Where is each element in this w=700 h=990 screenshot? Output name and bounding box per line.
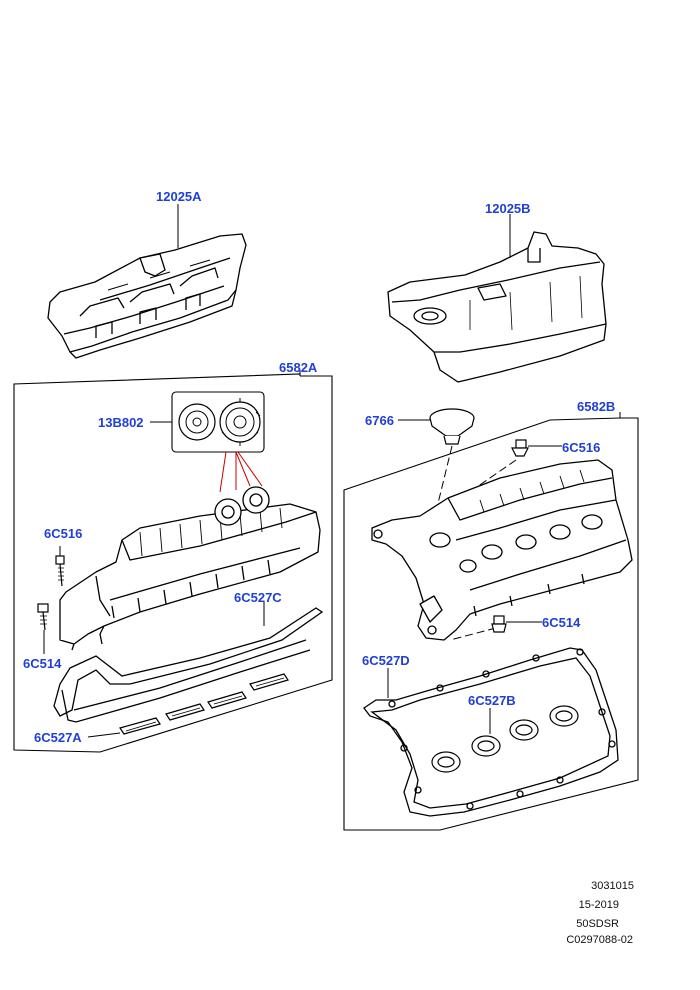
spark-plug-seals-right xyxy=(431,705,579,773)
callout-6c527b[interactable]: 6C527B xyxy=(468,693,516,708)
callout-6c527d[interactable]: 6C527D xyxy=(362,653,410,668)
valve-cover-left xyxy=(59,486,321,651)
callout-6582a[interactable]: 6582A xyxy=(279,360,318,375)
breather-cap-inset xyxy=(171,391,265,453)
callout-13b802[interactable]: 13B802 xyxy=(98,415,144,430)
callout-6c527c[interactable]: 6C527C xyxy=(234,590,282,605)
valve-cover-gasket-left xyxy=(53,607,324,723)
valve-cover-right xyxy=(371,459,633,641)
stud-bolt-left xyxy=(55,555,65,587)
group-frame-right xyxy=(343,417,639,831)
red-leader-lines xyxy=(219,451,263,493)
callout-6c516-right[interactable]: 6C516 xyxy=(562,440,601,455)
callout-6766[interactable]: 6766 xyxy=(365,413,394,428)
callout-6c514-left[interactable]: 6C514 xyxy=(23,656,62,671)
bolt-right xyxy=(491,615,507,633)
callout-6582b[interactable]: 6582B xyxy=(577,399,616,414)
group-frame-left xyxy=(13,373,333,753)
reference-code-4: C0297088-02 xyxy=(566,934,633,946)
engine-cover-right xyxy=(387,231,607,383)
stud-bolt-right xyxy=(511,439,529,457)
reference-code-3: 50SDSR xyxy=(576,918,619,930)
bolt-left xyxy=(37,603,49,631)
oil-filler-cap xyxy=(429,408,475,445)
callout-12025b[interactable]: 12025B xyxy=(485,201,531,216)
spark-plug-seals-left xyxy=(119,673,289,735)
valve-cover-gasket-right xyxy=(363,647,619,817)
dashed-leader-lines xyxy=(431,445,517,641)
reference-code-1: 3031015 xyxy=(591,880,634,892)
reference-code-2: 15-2019 xyxy=(578,899,619,911)
callout-6c516-left[interactable]: 6C516 xyxy=(44,526,83,541)
callout-6c514-right[interactable]: 6C514 xyxy=(542,615,581,630)
callout-6c527a[interactable]: 6C527A xyxy=(34,730,82,745)
callout-12025a[interactable]: 12025A xyxy=(156,189,202,204)
engine-cover-left xyxy=(47,233,247,359)
